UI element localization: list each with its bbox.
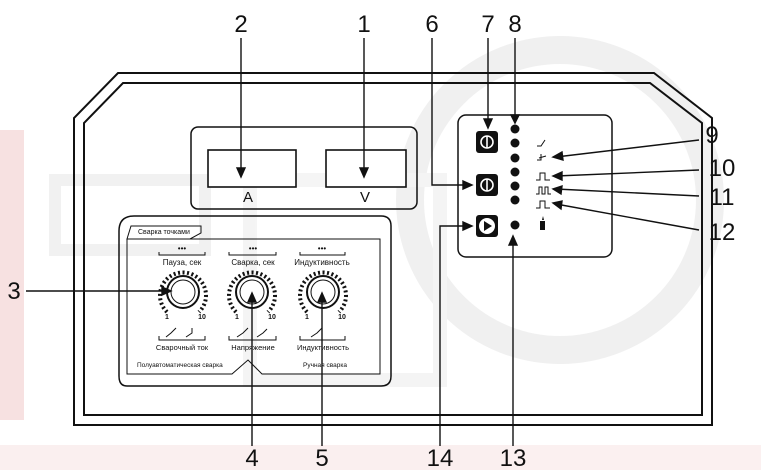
watermark xyxy=(0,36,761,470)
meter-panel: A V xyxy=(190,126,418,210)
dots-1: ••• xyxy=(178,244,187,253)
callout-numbers: 1 2 3 4 5 6 7 8 9 10 11 12 13 14 xyxy=(7,11,736,472)
mode-button-1[interactable] xyxy=(476,131,498,153)
callout-6: 6 xyxy=(425,11,438,38)
mig-mode-icons xyxy=(165,327,323,338)
callout-7: 7 xyxy=(481,11,494,38)
ammeter-unit: A xyxy=(243,189,253,206)
callout-leaders xyxy=(26,38,700,446)
voltmeter-unit: V xyxy=(360,189,370,206)
mode-panel xyxy=(457,114,613,258)
callout-5: 5 xyxy=(315,445,328,470)
callout-10: 10 xyxy=(709,155,736,182)
scale-min-3: 1 xyxy=(305,314,309,321)
label-inductance-top: Индуктивность xyxy=(294,258,350,267)
callout-2: 2 xyxy=(234,11,247,38)
label-voltage: Напряжение xyxy=(231,343,275,352)
indicator-leds xyxy=(510,124,520,230)
scale-max-3: 10 xyxy=(338,314,346,321)
label-mma-welding: Ручная сварка xyxy=(303,362,347,369)
mode-button-2[interactable] xyxy=(476,174,498,196)
callout-13: 13 xyxy=(500,445,527,470)
callout-1: 1 xyxy=(357,11,370,38)
callout-9: 9 xyxy=(705,122,718,149)
label-pause-sec: Пауза, сек xyxy=(163,258,202,267)
label-weld-sec: Сварка, сек xyxy=(231,258,275,267)
scale-min-2: 1 xyxy=(235,314,239,321)
callout-12: 12 xyxy=(709,219,736,246)
callout-11: 11 xyxy=(710,184,735,211)
knob-pause[interactable] xyxy=(158,270,208,314)
dots-2: ••• xyxy=(249,244,258,253)
callout-3: 3 xyxy=(7,278,20,305)
ammeter-display xyxy=(207,149,297,188)
knob-panel: Сварка точками ••• ••• ••• Пауза, сек Св… xyxy=(118,215,392,387)
label-welding-current: Сварочный ток xyxy=(156,343,209,352)
start-button[interactable] xyxy=(476,215,498,237)
label-inductance-bottom: Индуктивность xyxy=(297,343,349,352)
scale-max-2: 10 xyxy=(268,314,276,321)
label-mig-welding: Полуавтоматическая сварка xyxy=(137,362,223,369)
scale-min-1: 1 xyxy=(165,314,169,321)
knob-inductance[interactable] xyxy=(298,270,348,314)
callout-8: 8 xyxy=(508,11,521,38)
mma-electrode-icon xyxy=(540,216,545,230)
callout-4: 4 xyxy=(245,445,258,470)
callout-14: 14 xyxy=(427,445,454,470)
section-title-spot-welding: Сварка точками xyxy=(138,229,190,236)
scale-max-1: 10 xyxy=(198,314,206,321)
mode-symbols xyxy=(536,139,551,209)
outer-frame xyxy=(73,72,713,426)
dots-3: ••• xyxy=(318,244,327,253)
